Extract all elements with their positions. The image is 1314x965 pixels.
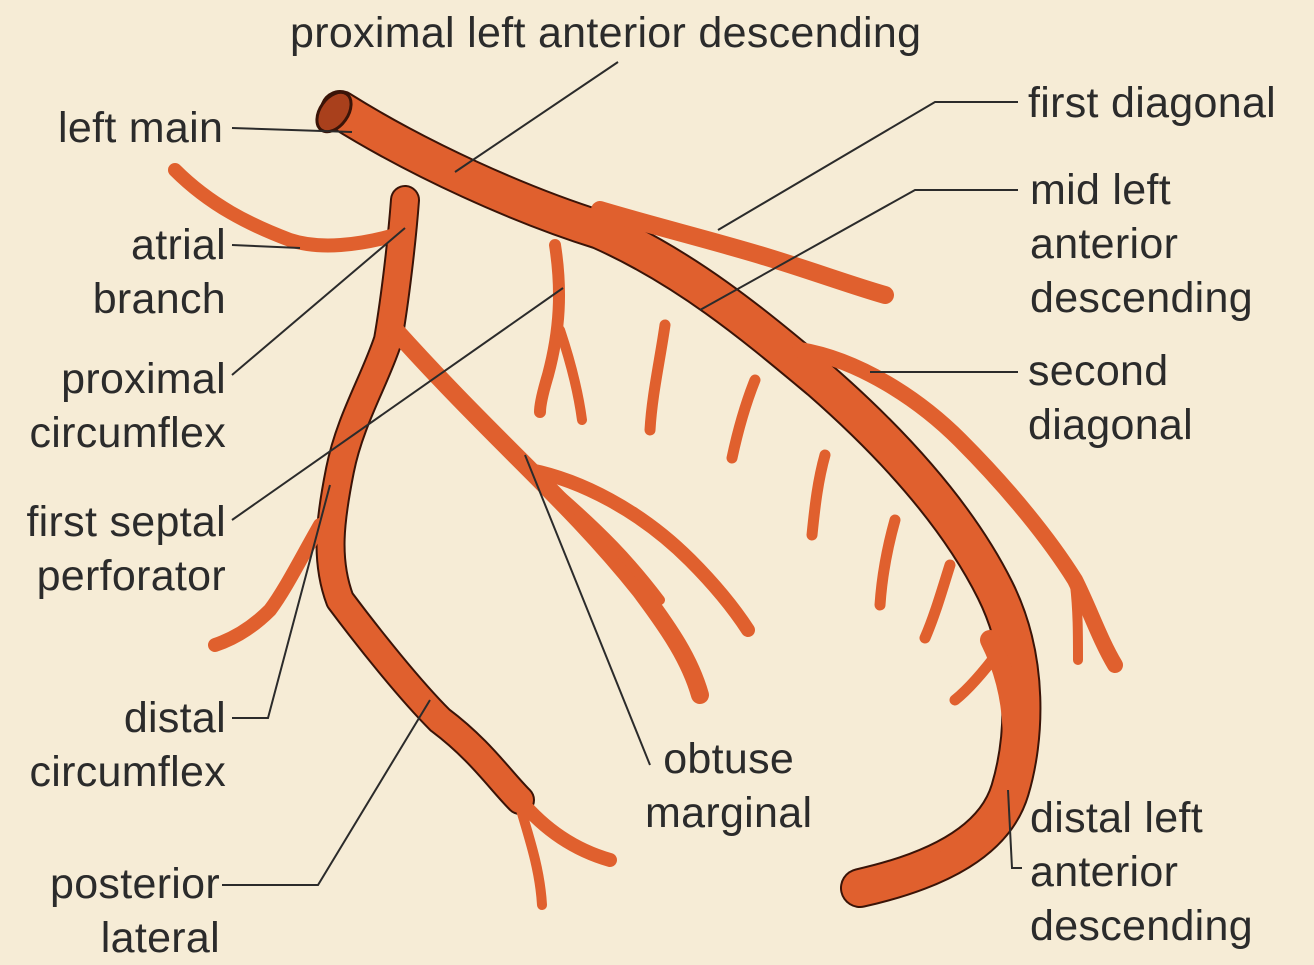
label-distal-lad: distal left anterior descending (1030, 791, 1253, 953)
label-atrial-branch: atrial branch (93, 218, 226, 326)
label-proximal-lad: proximal left anterior descending (290, 6, 921, 60)
label-mid-lad: mid left anterior descending (1030, 163, 1253, 325)
label-obtuse-marginal: obtuse marginal (645, 732, 812, 840)
label-posterior-lateral: posterior lateral (50, 857, 220, 965)
label-first-septal: first septal perforator (26, 495, 226, 603)
leader-proximal-lad (455, 62, 618, 172)
septal-2 (650, 325, 665, 430)
label-first-diagonal: first diagonal (1028, 76, 1276, 130)
leader-first-diagonal (718, 102, 1018, 230)
septal-6 (925, 565, 950, 638)
septal-3 (732, 380, 755, 458)
obtuse-marginal-branch-2 (560, 495, 660, 600)
leader-posterior-lateral (222, 700, 430, 885)
label-left-main: left main (58, 101, 223, 155)
septal-4 (812, 455, 825, 535)
septal-5 (880, 520, 895, 605)
second-diagonal-fork (1075, 585, 1078, 660)
septal-fork (560, 330, 582, 420)
leader-obtuse-marginal (525, 455, 650, 765)
septal-7 (955, 650, 1000, 700)
label-second-diagonal: second diagonal (1028, 344, 1193, 452)
label-distal-circumflex: distal circumflex (29, 691, 226, 799)
circumflex-trunk (331, 200, 520, 800)
label-proximal-circumflex: proximal circumflex (29, 352, 226, 460)
